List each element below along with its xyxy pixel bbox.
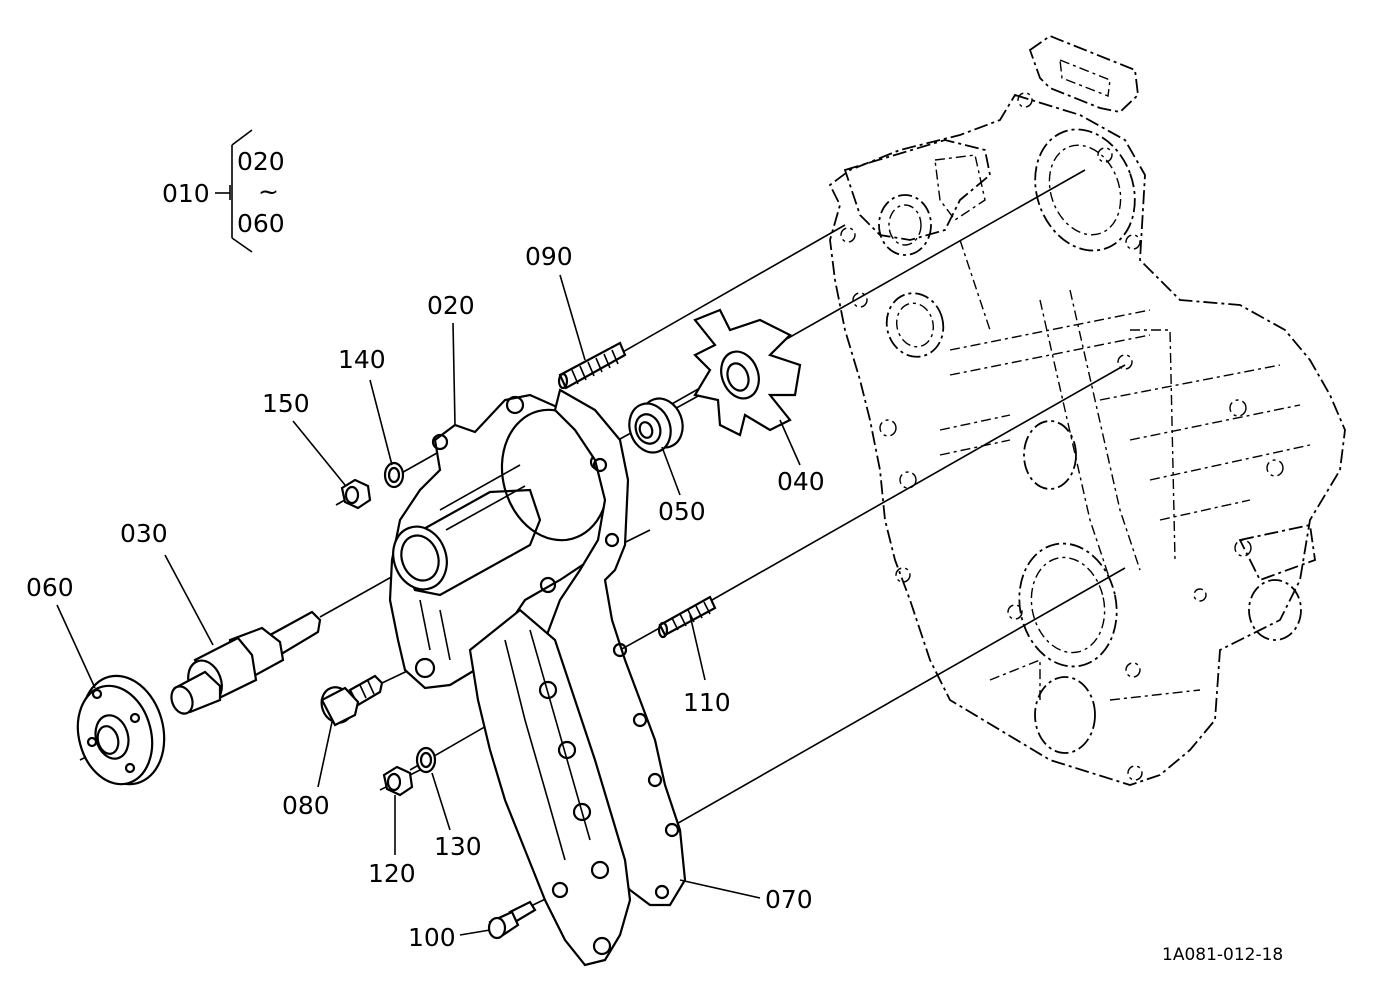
spring-washer-140 <box>383 461 405 489</box>
label-140: 140 <box>338 345 386 374</box>
drawing-code: 1A081-012-18 <box>1162 945 1283 965</box>
label-150: 150 <box>262 389 310 418</box>
label-130: 130 <box>434 832 482 861</box>
mechanical-seal <box>628 397 684 454</box>
label-080: 080 <box>282 791 330 820</box>
gear-case-outline <box>828 34 1346 786</box>
leader-lines <box>56 274 801 936</box>
gasket <box>543 388 687 907</box>
label-110: 110 <box>683 688 731 717</box>
label-030: 030 <box>120 519 168 548</box>
nut-150 <box>340 478 372 510</box>
label-040: 040 <box>777 467 825 496</box>
label-020-range-start: 020 <box>237 147 285 176</box>
label-060: 060 <box>26 573 74 602</box>
label-range-tilde: ~ <box>258 177 279 206</box>
spring-washer-130 <box>415 746 437 774</box>
label-010: 010 <box>162 179 210 208</box>
label-020: 020 <box>427 291 475 320</box>
label-120: 120 <box>368 859 416 888</box>
stud-upper <box>557 341 627 390</box>
water-pipe-housing <box>468 608 632 967</box>
label-070: 070 <box>765 885 813 914</box>
label-050: 050 <box>658 497 706 526</box>
impeller <box>693 308 802 437</box>
assembly-bracket <box>215 129 253 253</box>
part-labels: 010 020 ~ 060 020 140 150 090 030 060 04… <box>26 147 1283 965</box>
label-100: 100 <box>408 923 456 952</box>
bolt-100 <box>487 900 537 940</box>
pulley-flange <box>76 674 166 786</box>
bolt-080 <box>320 674 384 727</box>
bearing-shaft <box>170 610 322 715</box>
water-pump-body <box>388 393 614 690</box>
label-090: 090 <box>525 242 573 271</box>
nut-120 <box>382 765 414 797</box>
label-060-range-end: 060 <box>237 209 285 238</box>
stud-lower <box>657 595 717 639</box>
